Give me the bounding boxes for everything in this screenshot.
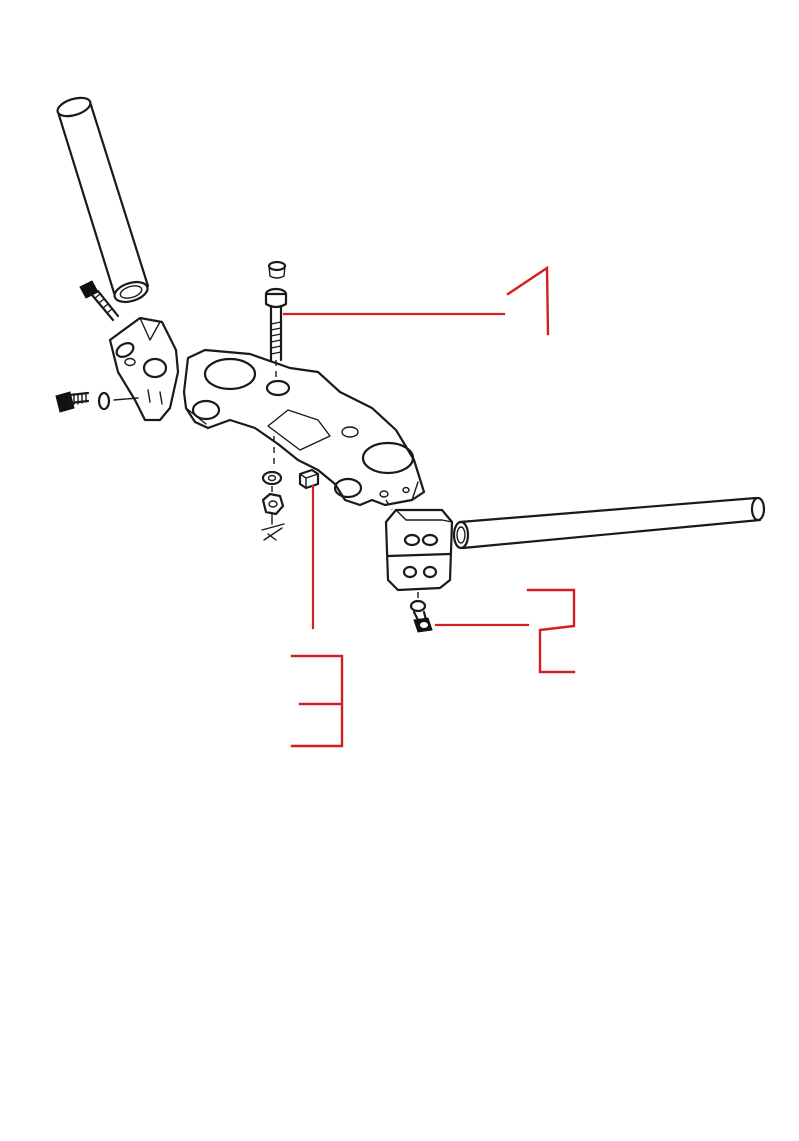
stem-bolt — [264, 287, 288, 382]
stem-washer — [261, 436, 283, 486]
left-handlebar-clamp — [108, 316, 180, 422]
right-small-washer — [409, 592, 427, 613]
callout-1 — [506, 265, 550, 336]
right-handlebar-tube — [452, 496, 766, 550]
right-handlebar-clamp — [384, 499, 454, 592]
callout-2 — [526, 588, 576, 674]
stem-nut — [261, 486, 285, 541]
spacer-block — [298, 468, 320, 490]
bolt-cap — [267, 260, 287, 279]
callout-3 — [290, 654, 344, 748]
top-triple-clamp — [182, 348, 426, 507]
left-pinch-bolt — [55, 391, 90, 413]
left-handlebar-tube — [56, 96, 150, 304]
right-clamp-bolt — [412, 610, 433, 633]
left-small-washer — [97, 391, 139, 411]
left-clamp-bolt — [79, 280, 120, 322]
